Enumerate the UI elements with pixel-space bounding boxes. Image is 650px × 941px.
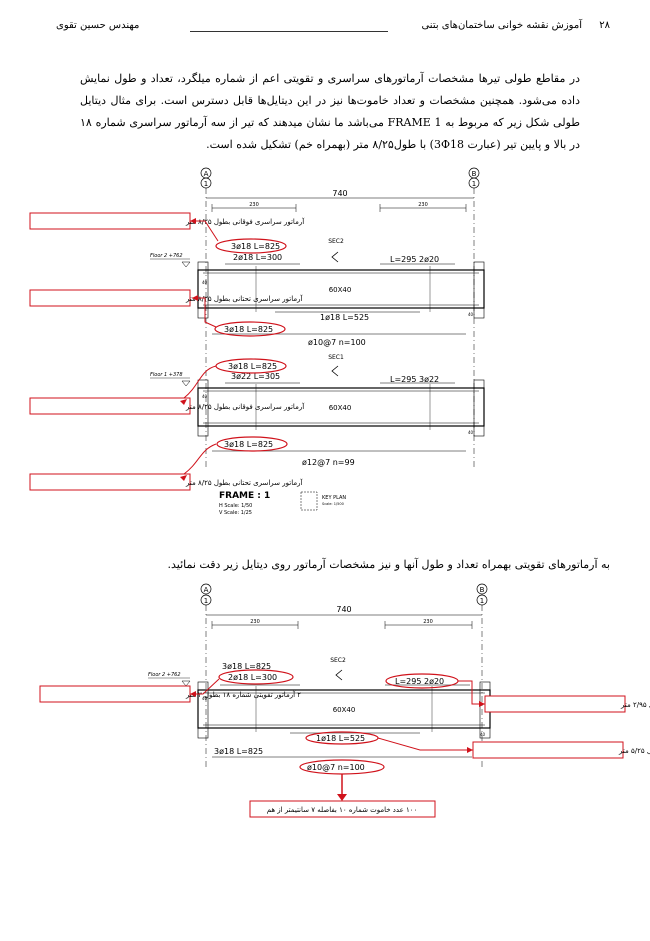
intro-paragraph: در مقاطع طولی تیرها مشخصات آرماتورهای سر…	[80, 72, 581, 151]
callout-2: ۲ آرماتور تقویتی شماره ۲۰ بطول ۲/۹۵ متر	[458, 680, 650, 713]
page-number: ۲۸	[599, 20, 610, 31]
left-extra-label: 2ø18 L=300	[233, 253, 282, 262]
grid-b-bubble: B 1	[476, 583, 488, 606]
beam-size: 60X40	[333, 706, 356, 714]
bottom-extra-label: 1ø18 L=525	[316, 734, 365, 743]
svg-text:40: 40	[202, 394, 208, 399]
svg-text:1: 1	[472, 180, 476, 188]
upper-beam: Floor 2 +762 SEC2 3ø18 L=825 2ø18 L=300 …	[150, 238, 485, 347]
callout-4: آرماتور سراسری تحتانی بطول ۸/۲۵ متر	[29, 443, 303, 491]
left-dimension: 230	[249, 202, 259, 208]
bottom-bars-highlight	[216, 436, 288, 452]
header-rule	[190, 31, 388, 32]
v-scale: V Scale: 1/25	[219, 510, 252, 516]
left-extra-highlight	[218, 669, 294, 685]
svg-text:40: 40	[468, 312, 474, 317]
callout-3: آرماتور سراسری فوقانی بطول ۸/۲۵ متر	[29, 365, 305, 415]
bottom-bars-label: 3ø18 L=825	[224, 325, 273, 334]
span-dimension: 740	[336, 605, 351, 614]
floor-label: Floor 2 +762	[150, 253, 183, 259]
beam-size: 60X40	[329, 286, 352, 294]
left-extra-label: 2ø18 L=300	[228, 673, 277, 682]
svg-text:آرماتور سراسری تحتانی بطول ۸/۲: آرماتور سراسری تحتانی بطول ۸/۲۵ متر	[185, 478, 303, 487]
right-extra-label: L=295 2ø20	[390, 255, 439, 264]
stirrups-label: ø10@7 n=100	[307, 763, 365, 772]
section-mark: SEC2	[330, 657, 346, 664]
top-bars-highlight	[215, 238, 287, 254]
callout-1: آرماتور سراسری فوقانی بطول ۸/۲۵ متر	[29, 212, 305, 242]
svg-text:230: 230	[423, 619, 433, 625]
key-scale: Scale: 1/500	[322, 502, 344, 506]
svg-text:۲ آرماتور تقویتی شماره ۱۸ بطول: ۲ آرماتور تقویتی شماره ۱۸ بطول ۳ متر	[185, 690, 301, 699]
page-header: ۲۸ آموزش نقشه خوانی ساختمان‌های بتنی مهن…	[40, 20, 610, 38]
floor-label: Floor 2 +762	[148, 672, 181, 678]
callout-4: ۱۰۰ عدد خاموت شماره ۱۰ بفاصله ۷ سانتیمتر…	[249, 774, 436, 818]
frame1-detail: A 1 B 1 740 230 230 Floor 2 +762 SEC2	[29, 167, 485, 516]
right-dimension: 230	[418, 202, 428, 208]
frame-title: FRAME : 1	[219, 491, 270, 501]
svg-text:آرماتور سراسری فوقانی بطول ۸/۲: آرماتور سراسری فوقانی بطول ۸/۲۵ متر	[185, 402, 305, 411]
section-mark: SEC1	[328, 354, 344, 361]
reinforcement-detail: A 1 B 1 740 230 230 Floor 2 +762 SEC2 3ø…	[39, 583, 650, 818]
callout-1: ۲ آرماتور تقویتی شماره ۱۸ بطول ۳ متر	[39, 678, 301, 703]
left-extra-label: 3ø22 L=305	[231, 372, 280, 381]
svg-text:40: 40	[202, 696, 208, 701]
lower-beam: Floor 1 +378 SEC1 3ø18 L=825 3ø22 L=305 …	[150, 354, 485, 467]
svg-text:۱۰۰ عدد خاموت شماره ۱۰ بفاصله: ۱۰۰ عدد خاموت شماره ۱۰ بفاصله ۷ سانتیمتر…	[267, 806, 418, 814]
svg-text:آرماتور سراسری فوقانی بطول ۸/۲: آرماتور سراسری فوقانی بطول ۸/۲۵ متر	[185, 217, 305, 226]
callout-2: آرماتور سراسری تحتانی بطول ۸/۲۵ متر	[29, 289, 303, 328]
svg-text:A: A	[204, 170, 209, 178]
key-plan: KEY PLAN	[322, 495, 346, 501]
svg-text:230: 230	[250, 619, 260, 625]
bottom-bars-label: 3ø18 L=825	[224, 440, 273, 449]
span-dimension: 740	[332, 189, 347, 198]
beam-size: 60X40	[329, 404, 352, 412]
svg-text:40: 40	[468, 430, 474, 435]
h-scale: H Scale: 1/50	[219, 503, 252, 509]
frame-title-block: FRAME : 1 H Scale: 1/50 V Scale: 1/25 KE…	[219, 491, 346, 516]
svg-text:1: 1	[480, 597, 484, 605]
grid-a-bubble: A 1	[200, 583, 212, 606]
svg-text:۲ آرماتور تقویتی شماره ۲۰ بطول: ۲ آرماتور تقویتی شماره ۲۰ بطول ۲/۹۵ متر	[620, 700, 650, 709]
top-bars-label: 3ø18 L=825	[231, 242, 280, 251]
svg-text:1: 1	[204, 180, 208, 188]
svg-text:A: A	[204, 586, 209, 594]
svg-text:آرماتور سراسری تحتانی بطول ۸/۲: آرماتور سراسری تحتانی بطول ۸/۲۵ متر	[185, 294, 303, 303]
stirrups-label: ø12@7 n=99	[302, 458, 355, 467]
right-extra-label: L=295 2ø20	[395, 677, 444, 686]
bottom-bars-label: 3ø18 L=825	[214, 747, 263, 756]
stirrups-label: ø10@7 n=100	[308, 338, 366, 347]
book-title: آموزش نقشه خوانی ساختمان‌های بتنی	[421, 20, 582, 31]
bottom-extra-label: 1ø18 L=525	[320, 313, 369, 322]
author-name: مهندس حسین تقوی	[56, 20, 140, 31]
second-paragraph: به آرماتورهای تقویتی بهمراه تعداد و طول …	[167, 558, 610, 571]
svg-text:B: B	[472, 170, 477, 178]
top-bars-label: 3ø18 L=825	[222, 662, 271, 671]
right-extra-label: L=295 3ø22	[390, 375, 439, 384]
svg-text:B: B	[480, 586, 485, 594]
top-bars-label: 3ø18 L=825	[228, 362, 277, 371]
svg-text:40: 40	[480, 732, 486, 737]
svg-text:40: 40	[202, 280, 208, 285]
grid-a-bubble: A 1	[200, 167, 212, 189]
bottom-bars-highlight	[214, 321, 286, 337]
section-mark: SEC2	[328, 238, 344, 245]
grid-b-bubble: B 1	[468, 167, 480, 189]
svg-text:1: 1	[204, 597, 208, 605]
floor-label: Floor 1 +378	[150, 372, 183, 378]
